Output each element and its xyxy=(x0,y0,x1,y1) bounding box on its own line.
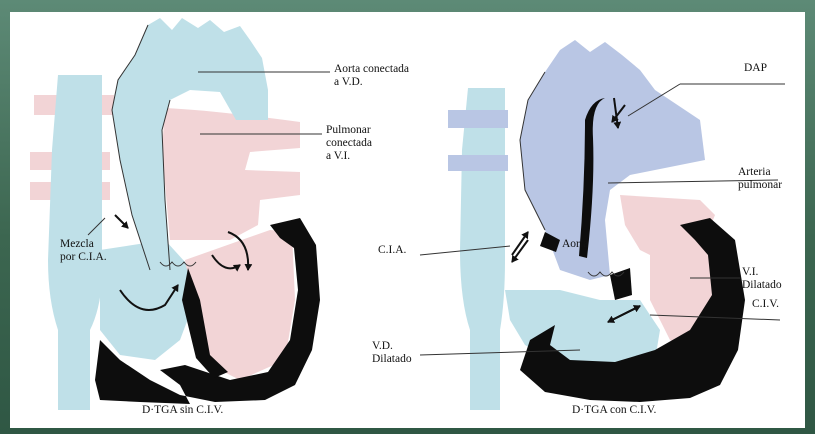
label-arteria-pulmonar: Arteria pulmonar xyxy=(738,166,782,192)
caption-left: D·TGA sin C.I.V. xyxy=(142,404,223,416)
right-heart xyxy=(420,40,785,410)
label-dap: DAP xyxy=(744,62,767,75)
label-aorta: Aorta xyxy=(562,238,588,251)
left-heart xyxy=(30,18,330,410)
label-cia: C.I.A. xyxy=(378,244,406,257)
label-vi-dilatado: V.I. Dilatado xyxy=(742,266,782,292)
caption-right: D·TGA con C.I.V. xyxy=(572,404,656,416)
label-vd-dilatado: V.D. Dilatado xyxy=(372,340,412,366)
label-civ: C.I.V. xyxy=(752,298,779,311)
label-pulmonar-conectada: Pulmonar conectada a V.I. xyxy=(326,124,372,163)
label-mezcla-cia: Mezcla por C.I.A. xyxy=(60,238,107,264)
label-aorta-conectada: Aorta conectada a V.D. xyxy=(334,63,409,89)
